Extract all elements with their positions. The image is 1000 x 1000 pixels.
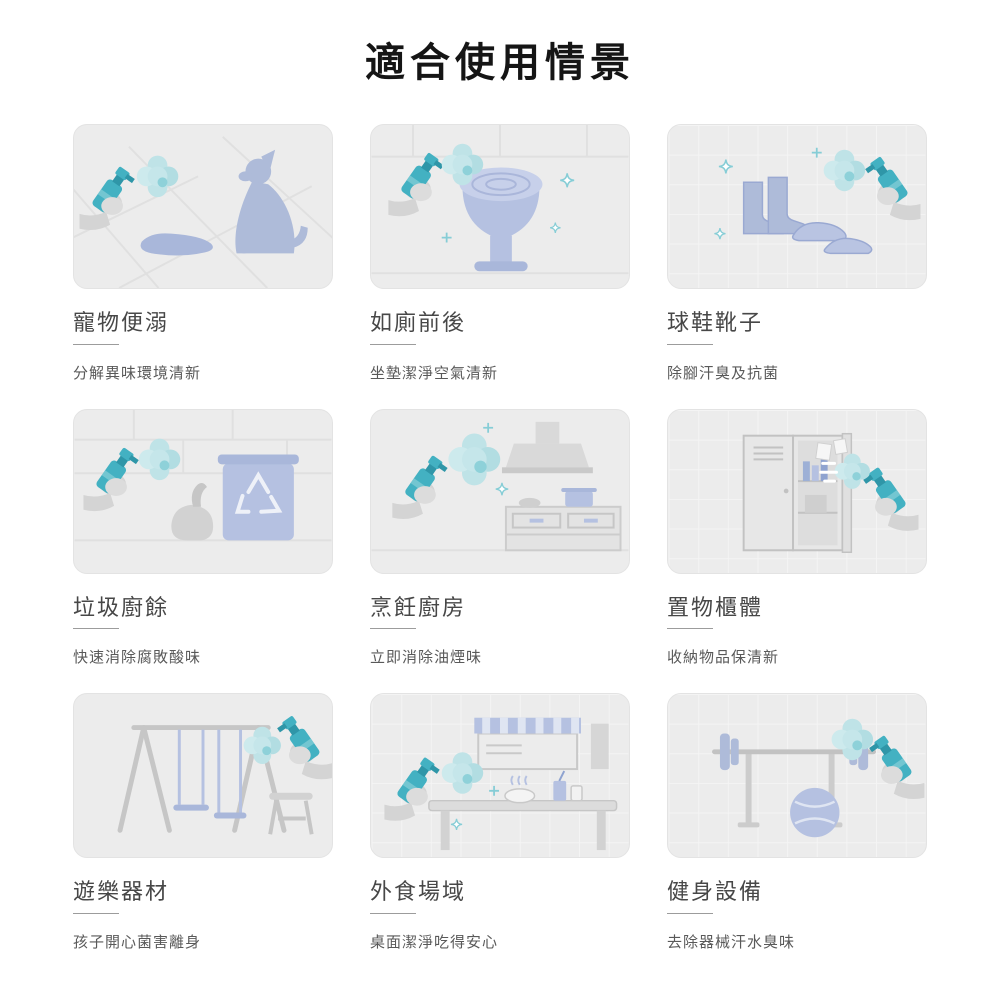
tile-grid-bg [668,125,926,288]
spray-bottle-hand-icon [79,164,136,231]
kitchen-scene-svg [371,421,629,551]
scenario-description: 收納物品保清新 [667,649,780,666]
toilet-icon [459,167,543,272]
scenario-card-toilet: 如廁前後 坐墊潔淨空氣清新 [370,124,630,383]
shoes-scene-svg [668,125,926,288]
scenario-card-kitchen: 烹飪廚房 立即消除油煙味 [370,408,630,668]
scenario-description: 立即消除油煙味 [370,649,483,666]
dog-icon [235,149,308,254]
scenario-title: 遊樂器材 [73,879,170,904]
scenario-title: 置物櫃體 [667,594,764,620]
scenario-card-trash: 垃圾廚餘 快速消除腐敗酸味 [73,408,333,668]
scenario-description: 孩子開心菌害離身 [73,933,202,951]
toilet-scene-svg [371,125,629,275]
recycle-symbol-icon [234,470,283,514]
spray-bottle-hand-icon [83,445,140,511]
scenario-title: 球鞋靴子 [667,310,764,335]
table-icon [428,799,618,851]
scenario-card-playground: 遊樂器材 孩子開心菌害離身 [73,693,333,952]
locker-scene-illustration [667,408,927,574]
title-underline [73,343,119,345]
playground-scene-illustration [73,693,333,858]
title-underline [667,343,713,345]
scenario-card-gym: 健身設備 去除器械汗水臭味 [667,693,927,952]
range-hood-icon [501,421,593,473]
food-stall-icon [474,717,609,771]
scenario-title: 外食場域 [370,879,467,904]
title-underline [73,628,119,629]
sparkle-icon [559,172,575,189]
sparkle-icon [440,231,453,244]
drink-cups-icon [553,770,583,802]
pot-icon [561,487,597,507]
scenario-title: 垃圾廚餘 [73,594,170,620]
page-title: 適合使用情景 [365,41,635,85]
spray-motion-lines [819,461,838,483]
title-underline [370,343,416,345]
scenario-title: 健身設備 [667,879,764,904]
scenario-description: 坐墊潔淨空氣清新 [370,364,499,382]
recycle-bin-icon [217,453,299,540]
title-underline [667,912,713,914]
title-underline [667,628,713,629]
scenario-title: 寵物便溺 [73,310,170,335]
trash-scene-illustration [73,408,333,574]
stool-icon [268,792,314,835]
spray-mist-icon [448,432,501,485]
toilet-scene-illustration [370,124,630,289]
scenario-card-locker: 置物櫃體 收納物品保清新 [667,408,927,668]
note-paper-icon [832,437,849,455]
kitchen-scene-illustration [370,408,630,574]
pet-scene-svg [74,136,332,288]
spray-bottle-hand-icon [275,714,332,780]
scenario-card-shoes: 球鞋靴子 除腳汗臭及抗菌 [667,124,927,383]
pet-scene-illustration [73,124,333,289]
wall-tile-lines [371,125,629,275]
scenario-title: 烹飪廚房 [370,594,467,620]
scenario-description: 除腳汗臭及抗菌 [667,364,780,382]
sneakers-icon [791,222,873,255]
shoes-scene-illustration [667,124,927,289]
locker-cabinet-icon [742,432,853,553]
dining-scene-illustration [370,693,630,858]
scenario-title: 如廁前後 [370,310,467,335]
scenario-card-dining: 外食場域 桌面潔淨吃得安心 [370,693,630,952]
gym-scene-svg [668,694,926,857]
puddle-shape [140,233,213,256]
exercise-ball-icon [790,787,840,838]
title-underline [370,912,416,914]
spray-bottle-hand-icon [388,151,445,217]
note-paper-icon [815,441,833,461]
steam-icon [510,775,528,786]
garbage-bag-icon [171,482,214,540]
scenario-card-pet: 寵物便溺 分解異味環境清新 [73,124,333,383]
scenario-grid: 寵物便溺 分解異味環境清新 [73,124,927,952]
gym-scene-illustration [667,693,927,858]
scenario-description: 分解異味環境清新 [73,364,202,382]
title-underline [370,628,416,629]
sparkle-icon [495,481,509,496]
sparkle-icon [549,221,562,234]
trash-scene-svg [74,409,332,541]
playground-scene-svg [117,714,332,835]
spray-bottle-hand-icon [392,453,449,519]
sparkle-icon [482,421,494,434]
scenario-description: 桌面潔淨吃得安心 [370,933,499,951]
locker-scene-svg [668,409,926,573]
kitchen-counter-icon [504,505,622,551]
title-underline [73,912,119,914]
scenario-description: 去除器械汗水臭味 [667,933,796,951]
bowl-icon [518,497,541,508]
usage-scenarios-section: 適合使用情景 [73,0,927,952]
scenario-description: 快速消除腐敗酸味 [73,649,202,666]
dining-scene-svg [371,694,629,857]
soup-bowl-icon [504,788,536,804]
